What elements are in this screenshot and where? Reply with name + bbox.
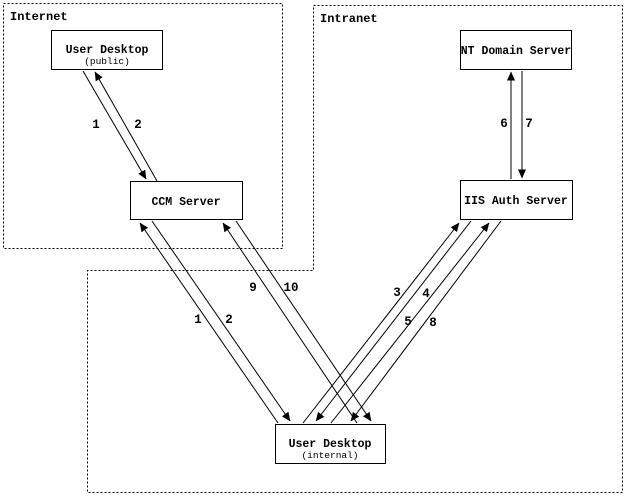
intranet-zone-label: Intranet bbox=[320, 12, 378, 26]
edge-3-internal-to-iis bbox=[302, 222, 460, 424]
node-iis-auth-server: IIS Auth Server bbox=[460, 180, 573, 220]
node-box bbox=[460, 30, 572, 70]
edge-9-internal-to-ccm bbox=[222, 222, 358, 424]
node-ccm-server: CCM Server bbox=[130, 181, 243, 220]
edge-label-10: 10 bbox=[283, 281, 298, 295]
internet-zone-border bbox=[3, 3, 283, 249]
edge-label-7: 7 bbox=[525, 117, 533, 131]
edge-label-6: 6 bbox=[500, 117, 508, 131]
edge-label-8: 8 bbox=[429, 316, 437, 330]
internet-zone-label: Internet bbox=[10, 10, 68, 24]
edge-4-iis-to-internal bbox=[315, 220, 472, 422]
node-box bbox=[275, 424, 386, 464]
edge-10-ccm-to-internal bbox=[235, 220, 372, 422]
node-subtitle: (public) bbox=[84, 56, 130, 67]
node-title: User Desktop bbox=[289, 438, 372, 451]
node-user-desktop-public: User Desktop (public) bbox=[51, 30, 163, 70]
edge-2-ccm-to-public bbox=[94, 71, 158, 182]
edge-label-9: 9 bbox=[249, 281, 257, 295]
node-box bbox=[51, 30, 163, 70]
node-user-desktop-internal: User Desktop (internal) bbox=[275, 424, 386, 464]
edge-8-iis-to-internal bbox=[350, 220, 502, 422]
node-title: NT Domain Server bbox=[461, 45, 572, 58]
edge-label-4: 4 bbox=[422, 287, 430, 301]
edge-5-internal-to-iis bbox=[330, 222, 490, 424]
node-title: IIS Auth Server bbox=[464, 195, 568, 208]
edge-1-public-to-ccm bbox=[82, 70, 147, 180]
edge-label-2-internal: 2 bbox=[225, 313, 233, 327]
node-title: CCM Server bbox=[151, 196, 220, 209]
edge-1-internal-to-ccm bbox=[139, 222, 279, 424]
edge-label-2-public: 2 bbox=[134, 118, 142, 132]
node-box bbox=[460, 180, 573, 220]
edge-label-1-public: 1 bbox=[92, 118, 100, 132]
node-nt-domain-server: NT Domain Server bbox=[460, 30, 572, 70]
edge-label-1-internal: 1 bbox=[194, 313, 202, 327]
intranet-zone-border bbox=[87, 5, 623, 493]
node-box bbox=[130, 181, 243, 220]
edge-label-3: 3 bbox=[393, 286, 401, 300]
node-title: User Desktop bbox=[66, 44, 149, 57]
edge-2-ccm-to-internal bbox=[151, 220, 291, 422]
node-subtitle: (internal) bbox=[301, 450, 358, 461]
edge-label-5: 5 bbox=[404, 315, 412, 329]
